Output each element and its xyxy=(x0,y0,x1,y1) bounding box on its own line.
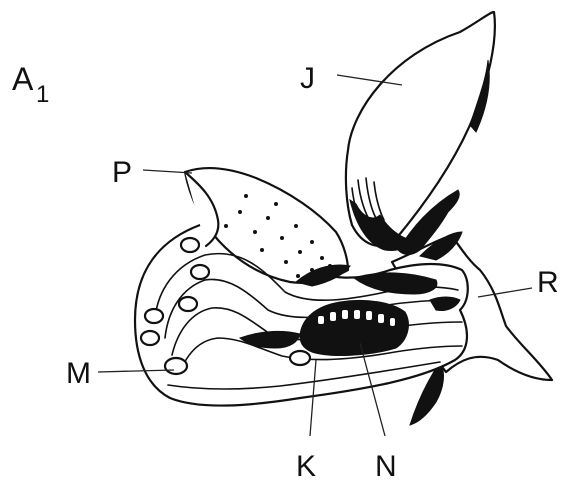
panel-label-letter: A xyxy=(12,61,34,97)
label-k: K xyxy=(296,450,316,483)
panel-label-subscript: 1 xyxy=(36,81,49,108)
structure-j xyxy=(346,12,495,251)
panel-label: A 1 xyxy=(12,61,49,108)
label-r: R xyxy=(537,266,559,299)
label-m: M xyxy=(66,357,91,390)
label-j: J xyxy=(300,62,315,95)
label-n: N xyxy=(375,450,397,483)
label-p: P xyxy=(112,156,132,189)
